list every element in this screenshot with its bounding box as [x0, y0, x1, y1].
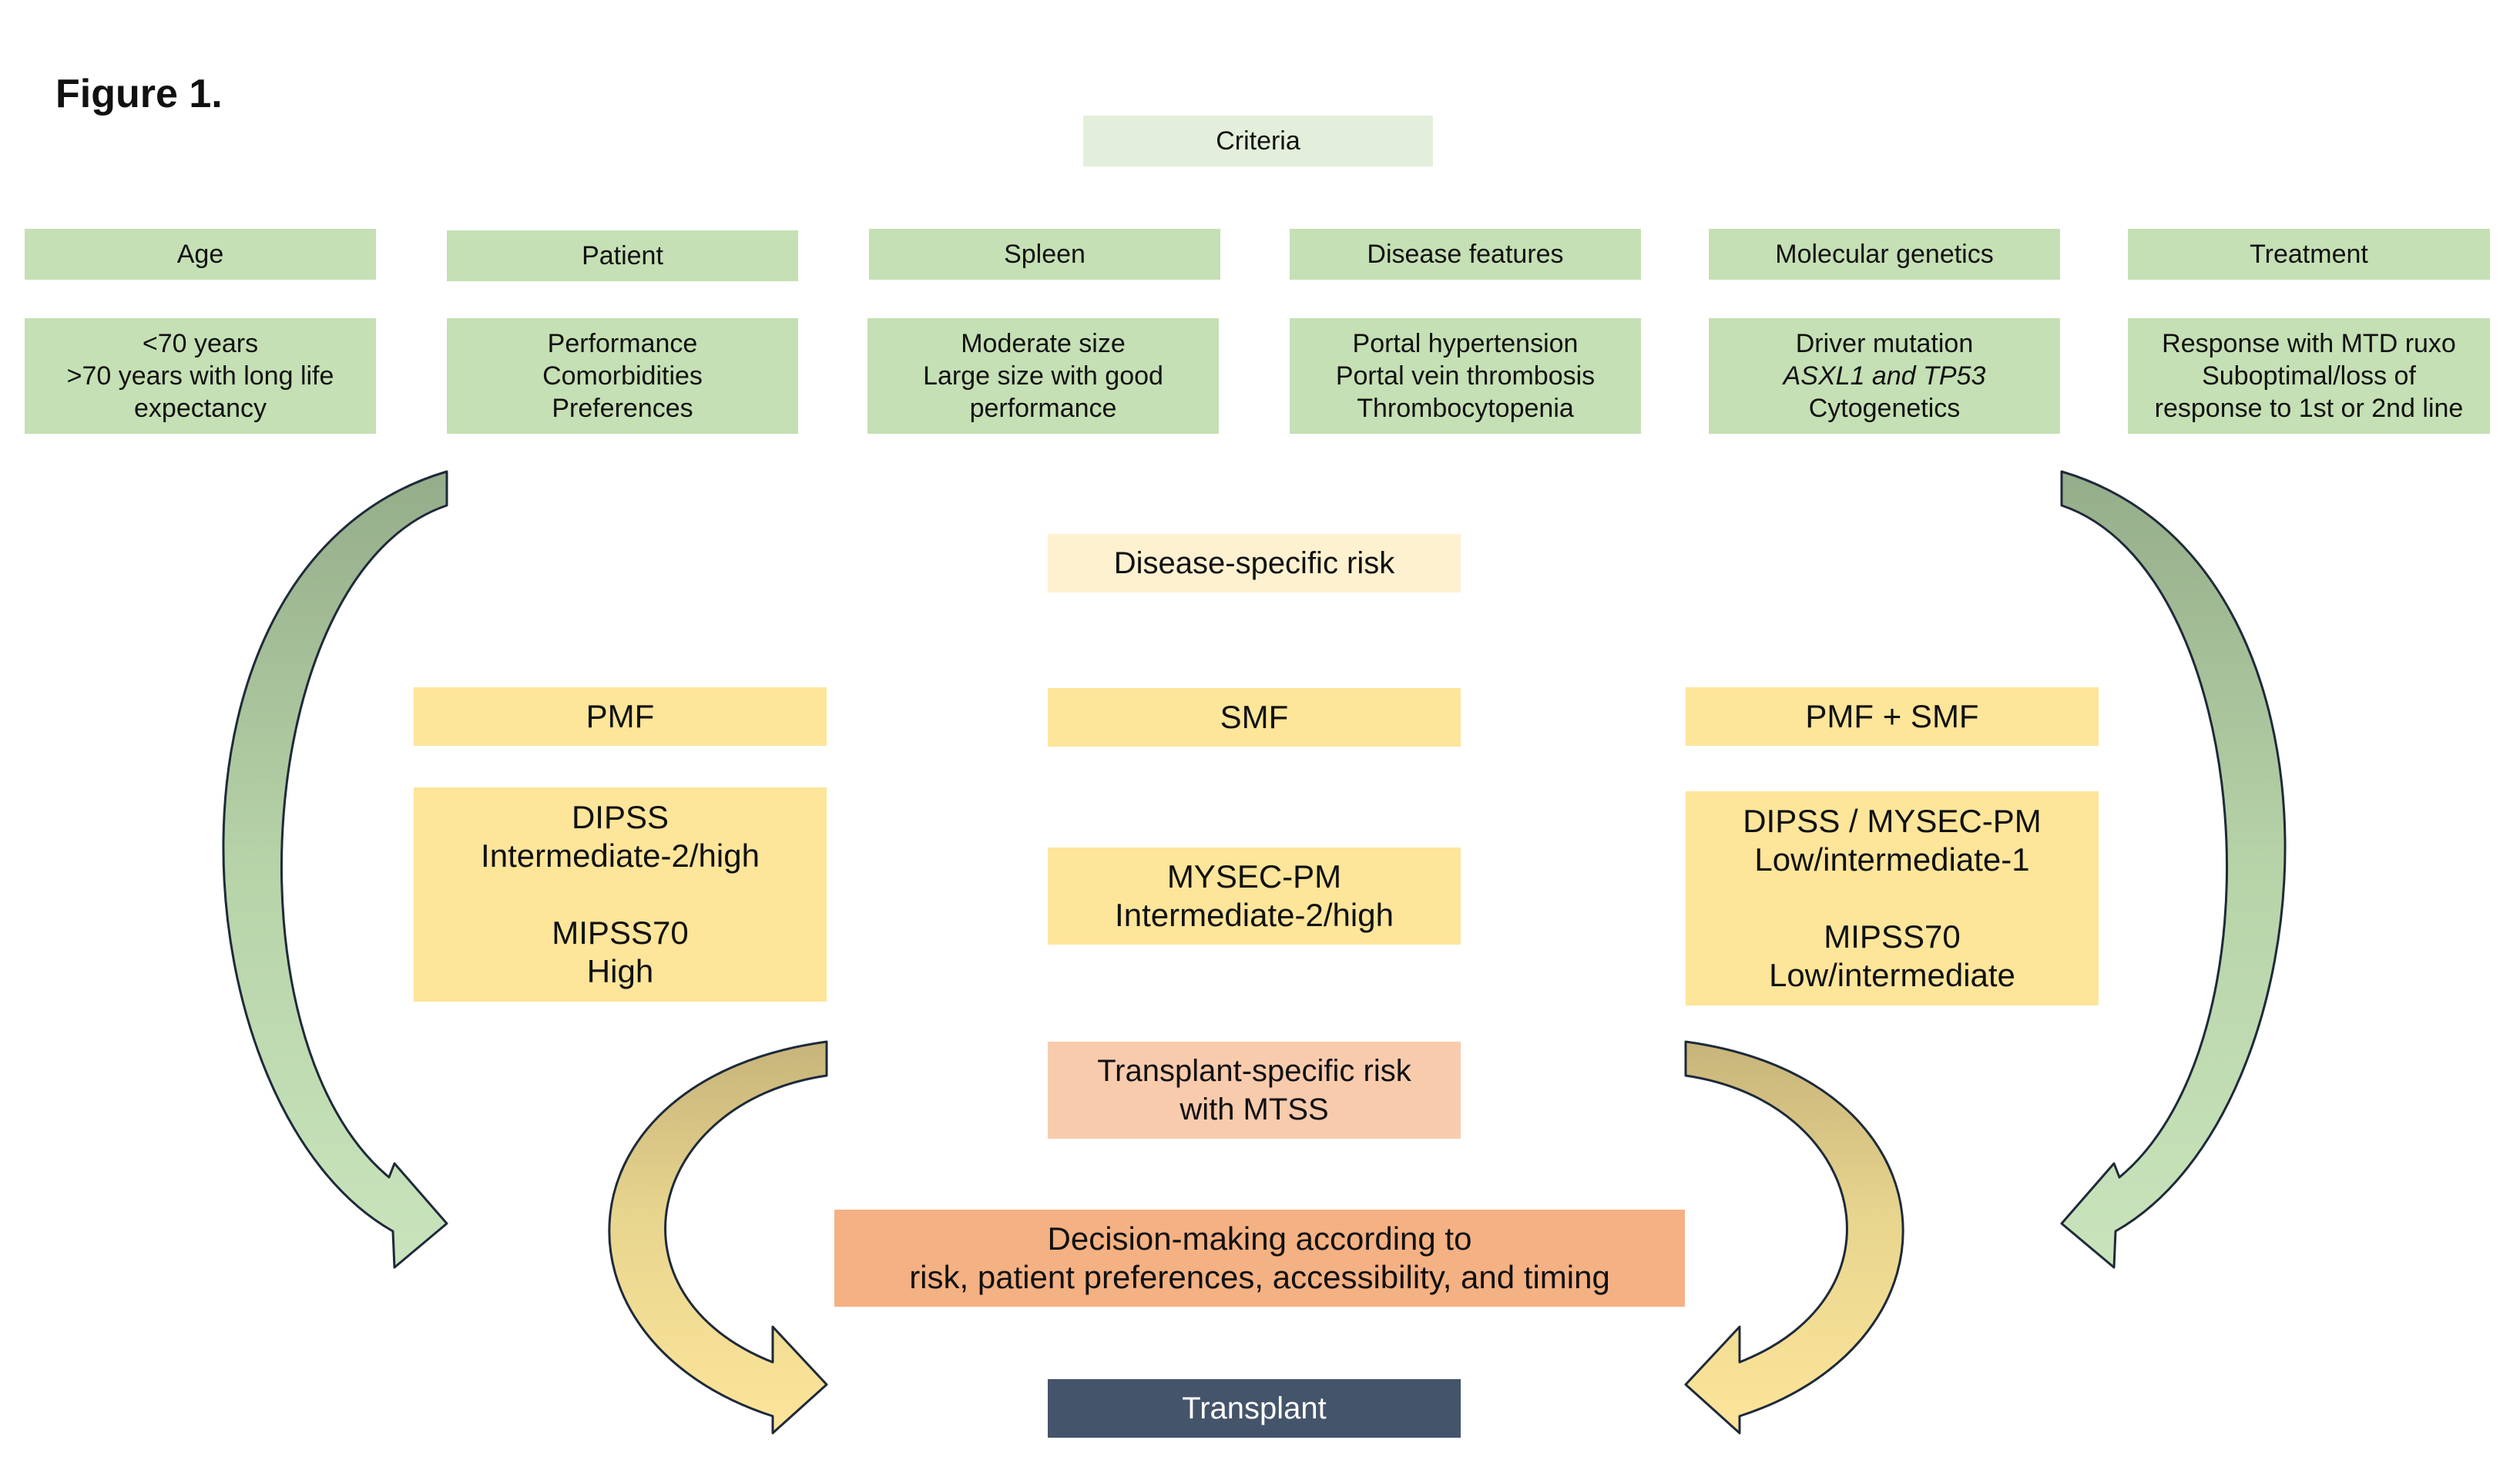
category-title: Disease features — [1367, 239, 1564, 269]
disease-specific-risk-label: Disease-specific risk — [1113, 545, 1395, 580]
category-disease-features: Disease features — [1290, 229, 1641, 280]
score-line: DIPSS / MYSEC-PM — [1743, 803, 2042, 839]
detail-line: Portal vein thrombosis — [1335, 361, 1596, 391]
detail-line: Portal hypertension — [1352, 329, 1579, 358]
left-yellow-curved-arrow — [608, 1040, 828, 1435]
criteria-label: Criteria — [1216, 126, 1300, 156]
tsr-line: with MTSS — [1179, 1093, 1329, 1126]
category-molecular-genetics: Molecular genetics — [1709, 229, 2060, 280]
spleen-details: Moderate size Large size with good perfo… — [867, 318, 1219, 434]
category-title: Age — [176, 239, 224, 269]
group-title: SMF — [1220, 699, 1289, 735]
score-line: MIPSS70 — [1824, 918, 1961, 955]
detail-line: Preferences — [552, 394, 693, 423]
category-title: Molecular genetics — [1775, 239, 1994, 269]
detail-line: Performance — [547, 329, 698, 358]
score-line: MYSEC-PM — [1166, 858, 1342, 895]
treatment-details: Response with MTD ruxo Suboptimal/loss o… — [2128, 318, 2490, 434]
score-line: MIPSS70 — [552, 915, 689, 951]
disease-specific-risk-box: Disease-specific risk — [1048, 534, 1461, 592]
group-pmf-smf-header: PMF + SMF — [1686, 687, 2099, 746]
score-line: Intermediate-2/high — [1115, 897, 1394, 933]
detail-line: Suboptimal/loss of — [2202, 361, 2416, 391]
transplant-specific-risk-box: Transplant-specific risk with MTSS — [1048, 1042, 1461, 1139]
decision-line: risk, patient preferences, accessibility… — [909, 1259, 1610, 1295]
detail-line: response to 1st or 2nd line — [2154, 394, 2464, 423]
category-age: Age — [25, 229, 376, 280]
detail-line: Thrombocytopenia — [1357, 394, 1574, 423]
detail-line: Driver mutation — [1795, 329, 1974, 358]
figure-title: Figure 1. — [55, 72, 223, 116]
category-title: Spleen — [1004, 239, 1086, 269]
age-details: <70 years >70 years with long life expec… — [25, 318, 376, 434]
pmf-smf-scores: DIPSS / MYSEC-PM Low/intermediate-1 MIPS… — [1686, 791, 2099, 1005]
group-title: PMF — [586, 698, 655, 734]
score-line: High — [586, 953, 654, 989]
right-yellow-curved-arrow — [1684, 1040, 1904, 1435]
detail-line: ASXL1 and TP53 — [1783, 361, 1986, 391]
molecular-genetics-details: Driver mutation ASXL1 and TP53 Cytogenet… — [1709, 318, 2060, 434]
group-title: PMF + SMF — [1805, 698, 1979, 734]
decision-making-box: Decision-making according to risk, patie… — [834, 1210, 1685, 1307]
detail-line: >70 years with long life — [66, 361, 334, 391]
smf-scores: MYSEC-PM Intermediate-2/high — [1048, 848, 1461, 945]
disease-features-details: Portal hypertension Portal vein thrombos… — [1290, 318, 1641, 434]
detail-line: Large size with good — [923, 361, 1163, 391]
detail-line: expectancy — [134, 394, 267, 423]
transplant-box: Transplant — [1048, 1379, 1461, 1438]
detail-line: Response with MTD ruxo — [2162, 329, 2456, 358]
decision-line: Decision-making according to — [1047, 1220, 1472, 1257]
score-line: Low/intermediate — [1769, 957, 2015, 993]
criteria-header: Criteria — [1083, 116, 1433, 166]
detail-line: performance — [969, 394, 1117, 423]
score-line: Intermediate-2/high — [481, 838, 760, 874]
right-green-curved-arrow — [2060, 470, 2287, 1269]
category-title: Patient — [582, 240, 663, 270]
detail-line: <70 years — [142, 329, 259, 358]
detail-line: Cytogenetics — [1808, 394, 1961, 423]
category-title: Treatment — [2250, 239, 2368, 269]
category-spleen: Spleen — [869, 229, 1220, 280]
pmf-scores: DIPSS Intermediate-2/high MIPSS70 High — [414, 787, 827, 1002]
group-smf-header: SMF — [1048, 688, 1461, 747]
tsr-line: Transplant-specific risk — [1097, 1054, 1411, 1088]
group-pmf-header: PMF — [414, 687, 827, 746]
category-treatment: Treatment — [2128, 229, 2490, 280]
detail-line: Moderate size — [961, 329, 1126, 358]
patient-details: Performance Comorbidities Preferences — [447, 318, 798, 434]
score-line: Low/intermediate-1 — [1754, 841, 2030, 878]
detail-line: Comorbidities — [542, 361, 703, 391]
score-line: DIPSS — [571, 799, 669, 835]
category-patient: Patient — [447, 230, 798, 281]
transplant-label: Transplant — [1182, 1391, 1327, 1425]
left-green-curved-arrow — [222, 470, 448, 1269]
